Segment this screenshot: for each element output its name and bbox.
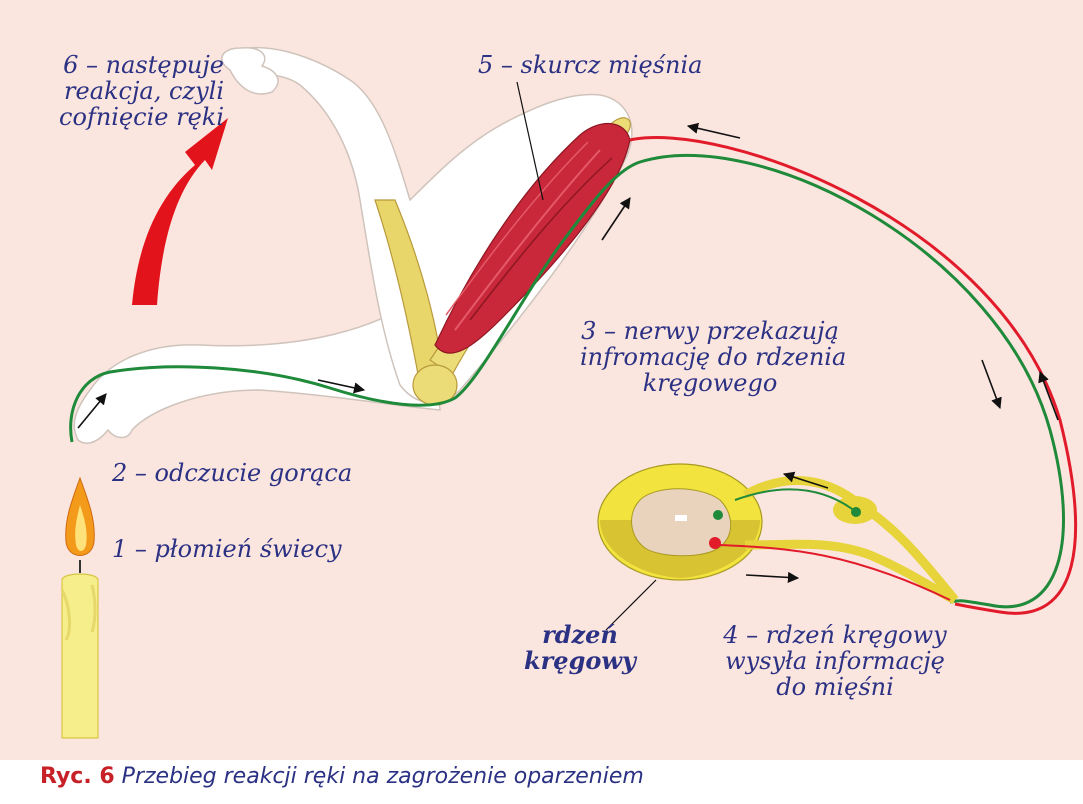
- caption-text: Przebieg reakcji ręki na zagrożenie opar…: [122, 764, 644, 789]
- label-step3: 3 – nerwy przekazują infromację do rdzen…: [580, 318, 840, 396]
- label-step6: 6 – następuje reakcja, czyli cofnięcie r…: [44, 52, 224, 130]
- label-spinal-cord: rdzeń kręgowy: [520, 622, 640, 674]
- label-step5: 5 – skurcz mięśnia: [478, 52, 702, 78]
- caption-number: Ryc. 6: [40, 764, 115, 789]
- label-step2: 2 – odczucie gorąca: [112, 460, 352, 486]
- reaction-arrow: [132, 118, 228, 305]
- diagram-panel: 6 – następuje reakcja, czyli cofnięcie r…: [0, 0, 1083, 760]
- candle: [62, 478, 98, 738]
- spinal-cord: [598, 464, 955, 600]
- label-step4: 4 – rdzeń kręgowy wysyła informację do m…: [700, 622, 970, 700]
- figure-caption: Ryc. 6 Przebieg reakcji ręki na zagrożen…: [40, 762, 644, 792]
- label-step1: 1 – płomień świecy: [112, 536, 342, 562]
